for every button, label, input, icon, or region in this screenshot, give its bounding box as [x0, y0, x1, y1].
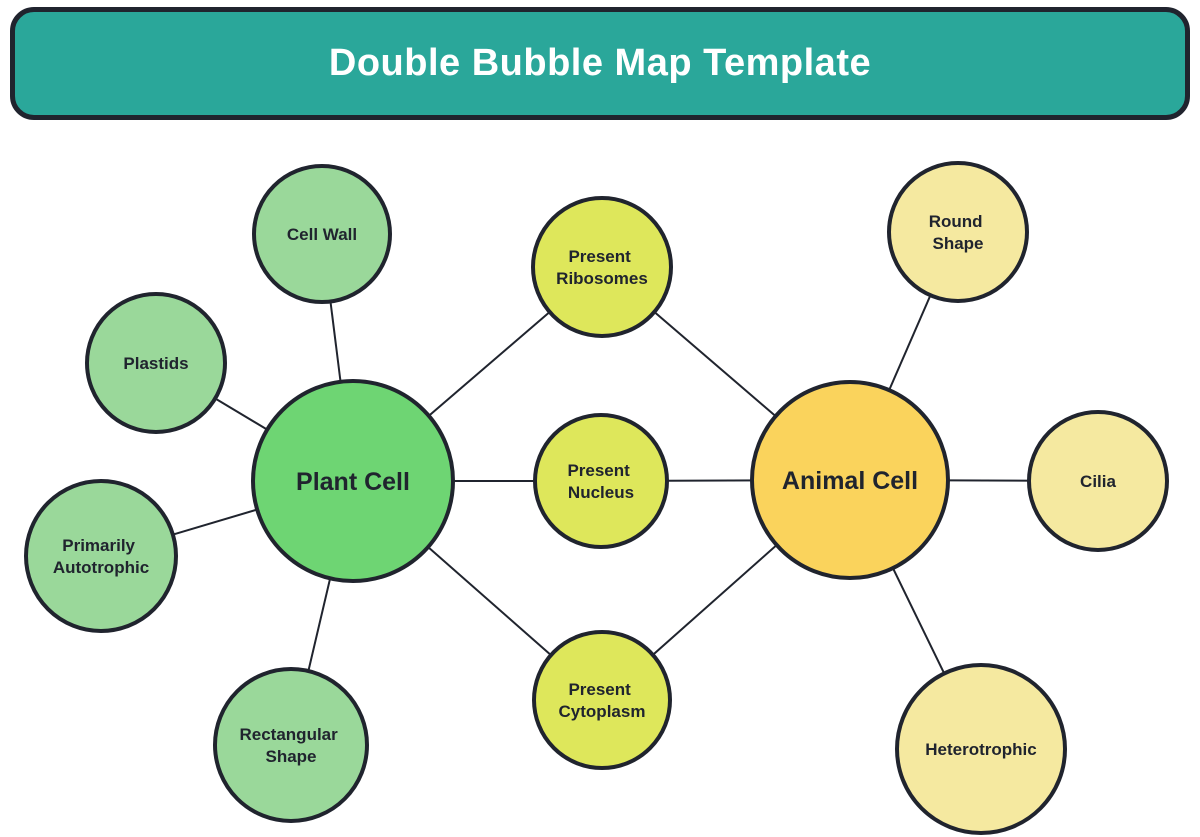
- page-title: Double Bubble Map Template: [328, 42, 872, 84]
- heterotrophic-label: Heterotrophic: [925, 740, 1036, 759]
- cell-wall-node[interactable]: [252, 164, 392, 304]
- cilia-label: Cilia: [1080, 472, 1116, 491]
- round-shape-node[interactable]: [887, 161, 1029, 303]
- plant-cell-label: Plant Cell: [296, 468, 410, 496]
- plastids-label: Plastids: [123, 354, 188, 373]
- cell-wall-label: Cell Wall: [287, 225, 357, 244]
- rectangular-shape-label: Rectangular Shape: [240, 725, 343, 766]
- present-cytoplasm-node[interactable]: [532, 630, 672, 770]
- present-ribosomes-node[interactable]: [531, 196, 673, 338]
- title-banner: Double Bubble Map Template: [10, 7, 1190, 120]
- plastids-node[interactable]: [85, 292, 227, 434]
- present-ribosomes-label: Present Ribosomes: [556, 247, 648, 288]
- cilia-node[interactable]: [1027, 410, 1169, 552]
- present-nucleus-node[interactable]: [533, 413, 669, 549]
- plant-attribute-nodes: Cell Wall Plastids Primarily Autotrophic…: [24, 164, 392, 823]
- main-topic-nodes: Plant Cell Animal Cell: [251, 379, 950, 583]
- animal-cell-node[interactable]: [750, 380, 950, 580]
- rectangular-shape-node[interactable]: [213, 667, 369, 823]
- plant-cell-node[interactable]: [251, 379, 455, 583]
- present-cytoplasm-label: Present Cytoplasm: [559, 680, 646, 721]
- animal-cell-label: Animal Cell: [782, 467, 918, 495]
- shared-attribute-nodes: Present Ribosomes Present Nucleus Presen…: [531, 196, 673, 770]
- primarily-autotrophic-node[interactable]: [24, 479, 178, 633]
- present-nucleus-label: Present Nucleus: [567, 461, 634, 502]
- animal-attribute-nodes: Round Shape Cilia Heterotrophic: [887, 161, 1169, 835]
- heterotrophic-node[interactable]: [895, 663, 1067, 835]
- round-shape-label: Round Shape: [929, 212, 988, 253]
- primarily-autotrophic-label: Primarily Autotrophic: [53, 536, 149, 577]
